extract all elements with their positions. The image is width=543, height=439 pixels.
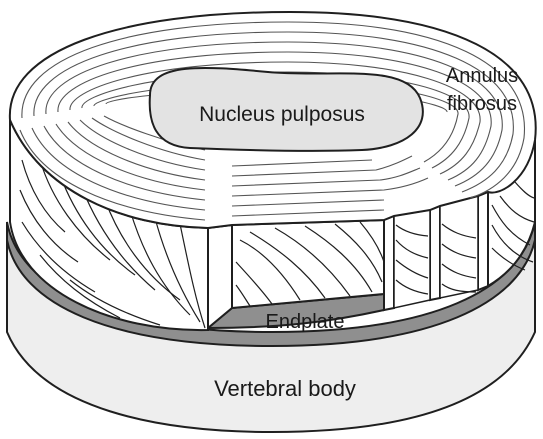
annulus-fibrosus-label-line2: fibrosus — [447, 93, 517, 115]
vertebral-body-label: Vertebral body — [214, 376, 356, 401]
nucleus-pulposus-label: Nucleus pulposus — [199, 103, 365, 126]
annulus-fibrosus-label-line1: Annulus — [446, 65, 518, 87]
endplate-label: Endplate — [266, 311, 345, 333]
